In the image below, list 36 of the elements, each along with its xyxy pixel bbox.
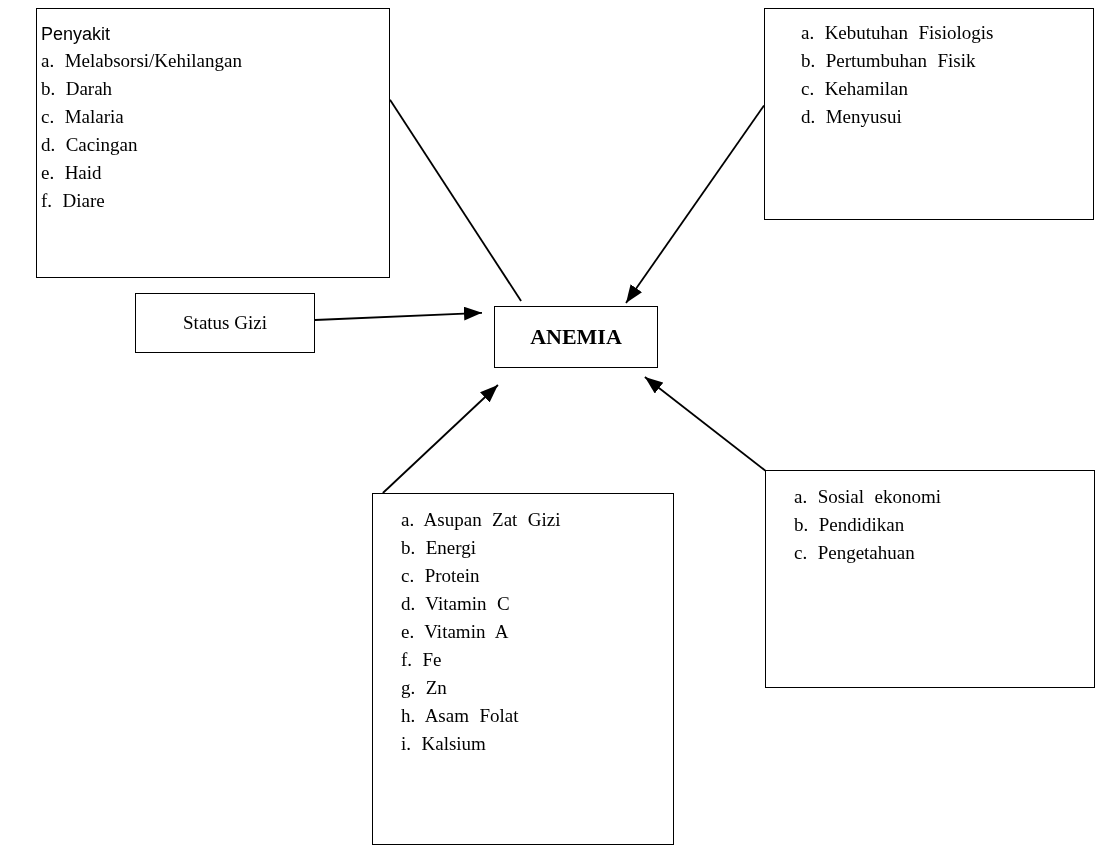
list-item: d. Cacingan	[41, 133, 139, 157]
node-box	[135, 293, 315, 353]
list-item: b. Energi	[401, 536, 477, 560]
list-item: a. Asupan Zat Gizi	[401, 508, 562, 532]
list-item: a. Sosial ekonomi	[794, 485, 943, 509]
list-item: h. Asam Folat	[401, 704, 520, 728]
connector-line	[389, 98, 522, 302]
list-box	[765, 470, 1095, 688]
list-item: f. Diare	[41, 189, 106, 213]
list-box	[36, 8, 390, 278]
list-item: d. Menyusui	[801, 105, 903, 129]
list-box	[372, 493, 674, 845]
node-box	[494, 306, 658, 368]
arrow	[625, 104, 765, 304]
list-item: f. Fe	[401, 648, 443, 672]
node-label: Status Gizi	[183, 312, 267, 334]
list-item: e. Haid	[41, 161, 103, 185]
arrow	[381, 384, 499, 494]
list-item: c. Protein	[401, 564, 481, 588]
arrow	[644, 376, 767, 472]
list-item: a. Kebutuhan Fisiologis	[801, 21, 995, 45]
list-item: i. Kalsium	[401, 732, 487, 756]
node-label: ANEMIA	[530, 324, 622, 350]
list-item: c. Pengetahuan	[794, 541, 916, 565]
list-item: b. Pendidikan	[794, 513, 906, 537]
list-heading: Penyakit	[41, 23, 112, 46]
list-item: g. Zn	[401, 676, 448, 700]
list-item: a. Melabsorsi/Kehilangan	[41, 49, 243, 73]
list-item: b. Pertumbuhan Fisik	[801, 49, 977, 73]
list-box	[764, 8, 1094, 220]
list-item: e. Vitamin A	[401, 620, 510, 644]
list-item: b. Darah	[41, 77, 114, 101]
list-item: c. Malaria	[41, 105, 125, 129]
list-item: d. Vitamin C	[401, 592, 511, 616]
list-item: c. Kehamilan	[801, 77, 909, 101]
arrow	[314, 306, 483, 321]
